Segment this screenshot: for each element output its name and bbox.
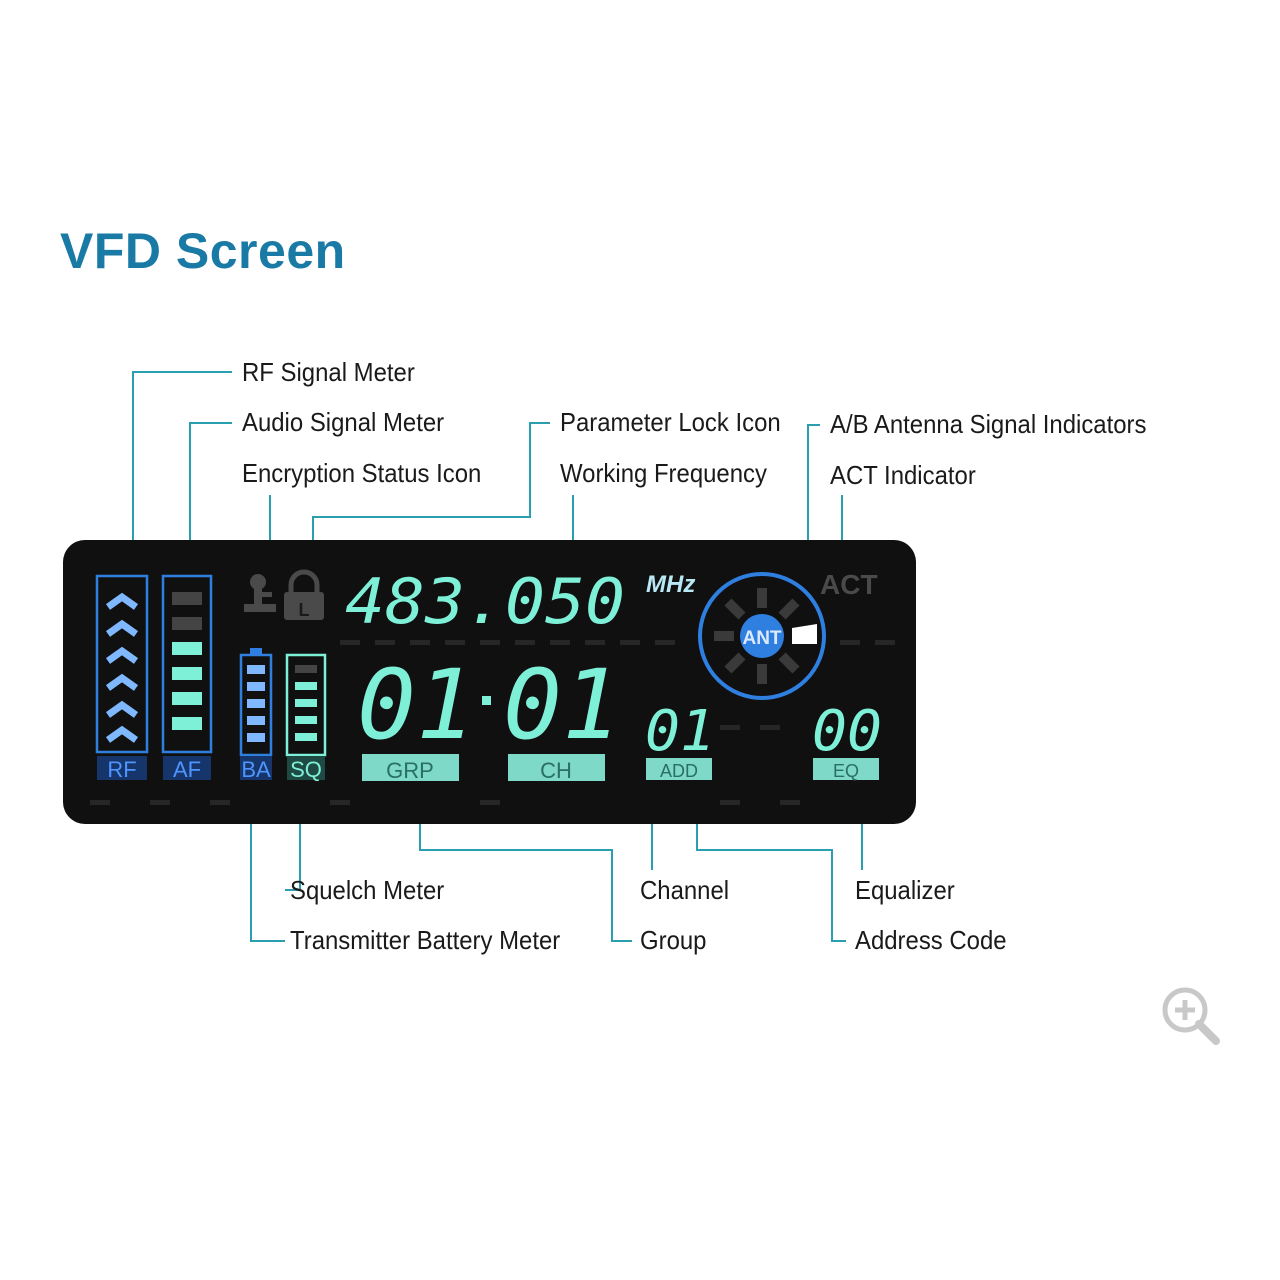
- af-tag: AF: [173, 757, 201, 782]
- svg-text:L: L: [299, 600, 310, 620]
- add-tag: ADD: [660, 761, 698, 781]
- key-icon: [244, 574, 276, 612]
- ba-tag: BA: [241, 757, 271, 782]
- af-meter-bars: [172, 592, 202, 730]
- label-group: Group: [640, 925, 707, 955]
- label-transmitter-battery-meter: Transmitter Battery Meter: [290, 925, 561, 955]
- page-title: VFD Screen: [60, 223, 346, 279]
- squelch-meter-bars: [295, 665, 317, 741]
- label-address-code: Address Code: [855, 925, 1007, 955]
- label-audio-signal-meter: Audio Signal Meter: [242, 407, 445, 437]
- dim-segments: [90, 640, 895, 805]
- act-indicator: ACT: [820, 569, 878, 600]
- rf-meter-frame: [95, 574, 149, 754]
- label-encryption-status-icon: Encryption Status Icon: [242, 458, 482, 488]
- mhz-unit: MHz: [646, 571, 695, 598]
- antenna-indicator: ANT: [698, 572, 826, 700]
- lock-icon: L: [284, 569, 324, 620]
- battery-meter-bars: [247, 665, 265, 742]
- squelch-meter-frame: [285, 653, 327, 757]
- zoom-in-icon[interactable]: [1160, 985, 1222, 1047]
- rf-tag: RF: [107, 757, 136, 782]
- eq-tag: EQ: [833, 761, 859, 781]
- ant-label: ANT: [742, 628, 781, 649]
- working-frequency-readout: 483.050: [345, 565, 625, 638]
- af-meter-frame: [161, 574, 213, 754]
- eq-readout: 00: [812, 699, 882, 764]
- label-rf-signal-meter: RF Signal Meter: [242, 357, 415, 387]
- label-equalizer: Equalizer: [855, 875, 955, 905]
- label-parameter-lock-icon: Parameter Lock Icon: [560, 407, 781, 437]
- label-act-indicator: ACT Indicator: [830, 460, 976, 490]
- label-channel: Channel: [640, 875, 730, 905]
- group-readout: 01: [357, 649, 475, 761]
- channel-readout: 01: [503, 649, 621, 761]
- label-ab-antenna-signal-indicators: A/B Antenna Signal Indicators: [830, 409, 1147, 439]
- sq-tag: SQ: [290, 757, 322, 782]
- ch-tag: CH: [540, 758, 572, 783]
- label-squelch-meter: Squelch Meter: [290, 875, 445, 905]
- address-readout: 01: [645, 699, 715, 764]
- rf-meter-bars: [105, 592, 139, 743]
- label-working-frequency: Working Frequency: [560, 458, 767, 488]
- grp-tag: GRP: [386, 758, 434, 783]
